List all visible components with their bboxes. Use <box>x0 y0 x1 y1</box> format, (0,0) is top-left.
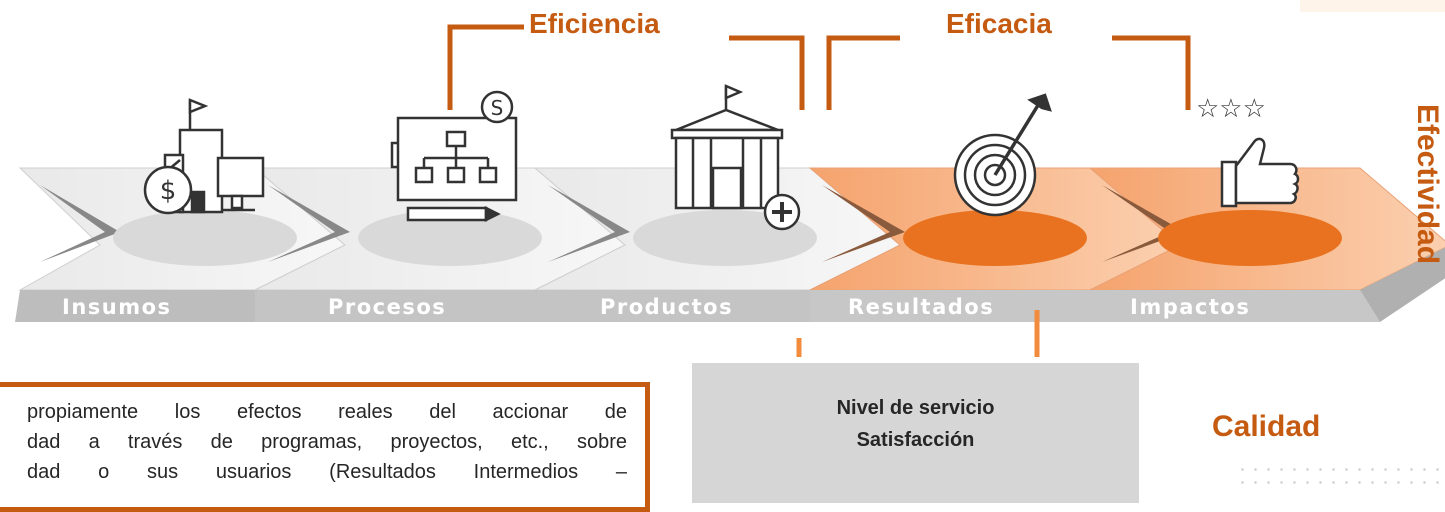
target-arrow-icon <box>953 93 1052 217</box>
stage-insumos: Insumos <box>15 167 346 322</box>
building-plus-icon <box>670 84 801 231</box>
stage-label-insumos: Insumos <box>62 295 172 319</box>
stage-procesos: Procesos <box>253 167 626 322</box>
corner-accent <box>1300 0 1445 12</box>
note-text: propiamente los efectos reales del accio… <box>27 397 627 487</box>
note-line: dad a través de programas, proyectos, et… <box>27 431 627 453</box>
dot-pattern <box>1236 463 1445 492</box>
building-money-computer-icon: $ <box>143 98 265 215</box>
stage-label-productos: Productos <box>600 295 733 319</box>
svg-text:$: $ <box>160 176 177 206</box>
calidad-label: Calidad <box>1212 410 1321 443</box>
eficacia-bracket <box>826 35 1191 110</box>
service-level-text: Nivel de servicio <box>836 397 995 419</box>
eficiencia-label: Eficiencia <box>529 8 660 39</box>
eficiencia-bracket <box>447 24 805 110</box>
stage-resultados: Resultados <box>808 167 1181 322</box>
note-line: propiamente los efectos reales del accio… <box>27 401 627 423</box>
process-flowchart-icon: S <box>390 90 518 223</box>
stage-label-impactos: Impactos <box>1130 295 1250 319</box>
eficacia-label: Eficacia <box>946 8 1052 39</box>
stage-productos: Productos <box>533 167 901 322</box>
satisfaction-text: Satisfacción <box>856 429 975 451</box>
stage-label-resultados: Resultados <box>848 295 994 319</box>
stage-label-procesos: Procesos <box>328 295 446 319</box>
value-chain-diagram: Insumos Procesos Productos Resultados Im… <box>15 0 1445 357</box>
service-box: Nivel de servicio Satisfacción <box>692 363 1139 503</box>
thumbs-up-stars-icon: ☆☆☆ <box>1196 94 1300 208</box>
svg-text:☆☆☆: ☆☆☆ <box>1196 94 1266 124</box>
note-line: dad o sus usuarios (Resultados Intermedi… <box>27 461 627 483</box>
stage-impactos: Impactos <box>1088 167 1445 322</box>
efectividad-label: Efectividad <box>1411 104 1444 265</box>
svg-text:S: S <box>491 96 504 120</box>
note-box: propiamente los efectos reales del accio… <box>0 382 650 512</box>
